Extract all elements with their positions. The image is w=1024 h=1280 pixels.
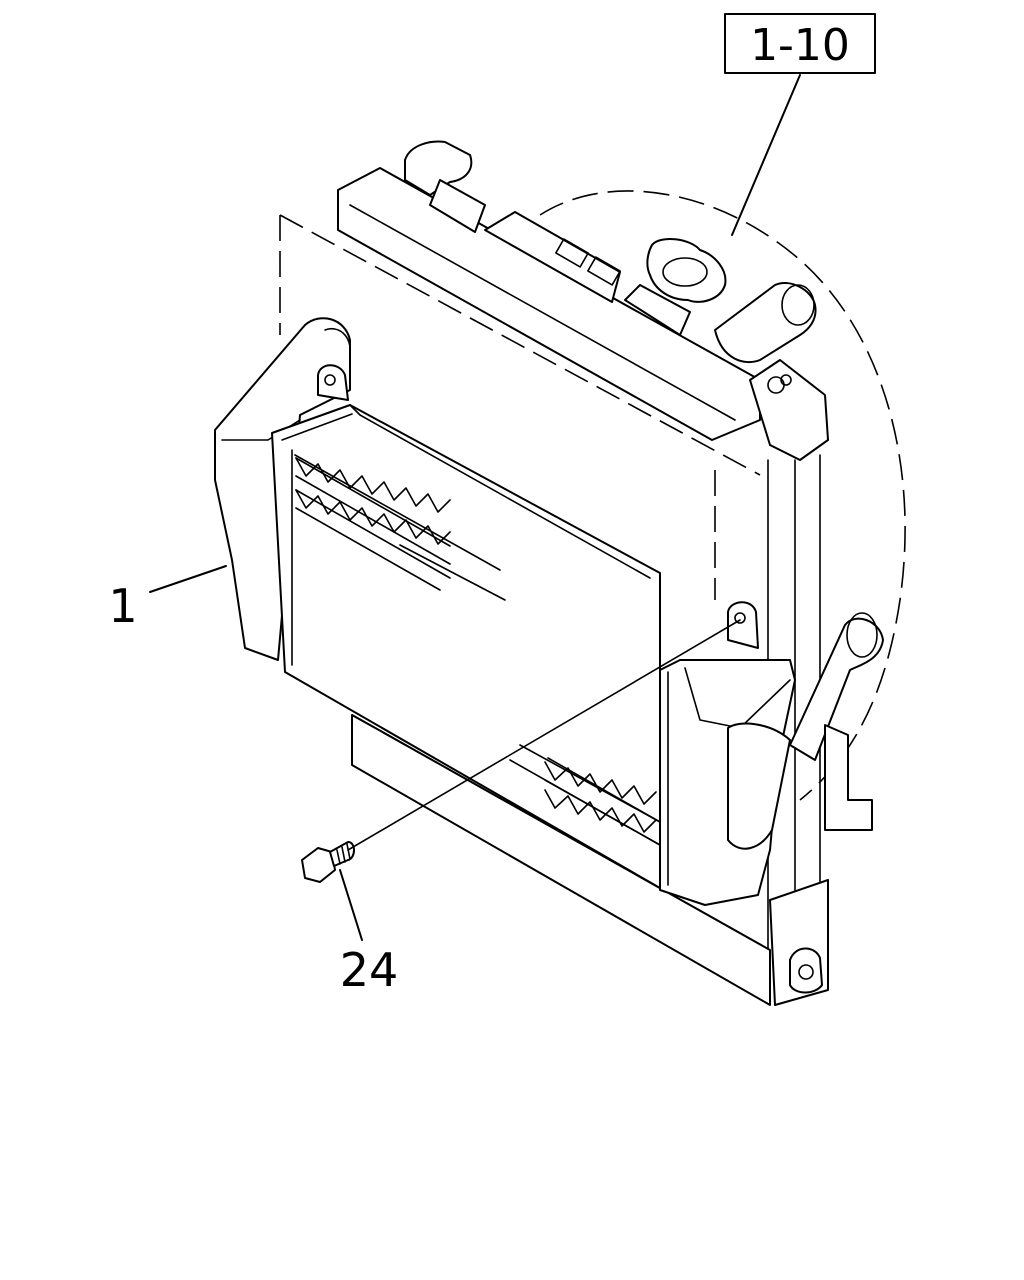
intercooler: [214, 317, 796, 906]
leader-line-1: [149, 565, 227, 593]
right-side-tank: [749, 359, 829, 461]
leader-line-1-10: [731, 74, 801, 236]
part-24-label: 24: [340, 943, 399, 997]
radiator-core-outline: [279, 214, 761, 600]
filler-boss: [404, 140, 473, 196]
bolt-part-24: [301, 841, 355, 883]
fan-shroud-outline: [539, 190, 906, 801]
lower-hose-outlet: [789, 612, 884, 761]
radiator-cap: [624, 238, 727, 336]
intercooler-fins-lower: [509, 744, 661, 846]
assembly-ref-box: [724, 13, 876, 74]
radiator-assembly: [279, 140, 906, 1006]
leader-line-24: [339, 869, 363, 941]
assembly-ref-label: 1-10: [750, 20, 850, 71]
part-1-label: 1: [108, 579, 137, 633]
upper-tank: [337, 167, 761, 441]
upper-hose-outlet: [714, 282, 817, 364]
mount-tab-left: [317, 364, 349, 401]
drain-plug: [789, 947, 823, 994]
bolt-alignment-line: [347, 619, 741, 851]
mount-tab-right: [727, 601, 759, 649]
intercooler-fins-upper: [295, 457, 506, 601]
